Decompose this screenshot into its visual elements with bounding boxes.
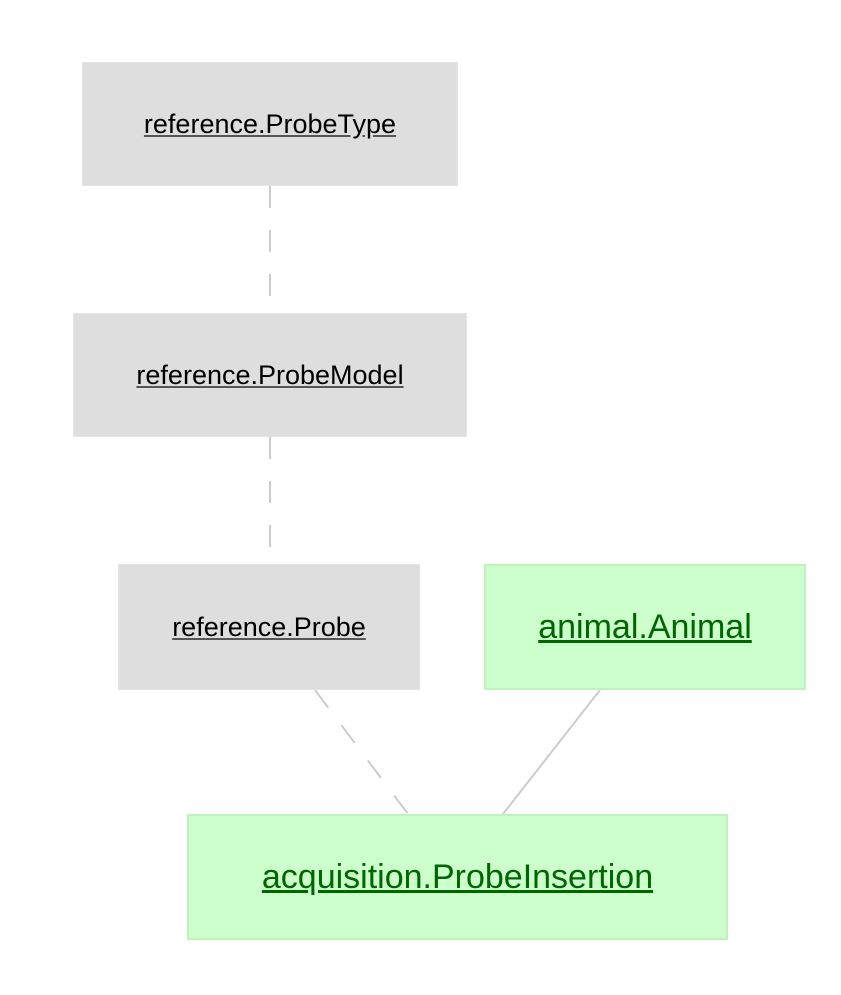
- node-probe-insertion-link[interactable]: acquisition.ProbeInsertion: [261, 857, 654, 896]
- node-animal[interactable]: animal.Animal: [484, 564, 806, 690]
- node-probe[interactable]: reference.Probe: [118, 564, 420, 690]
- node-probe-link[interactable]: reference.Probe: [172, 611, 366, 642]
- node-probe-type[interactable]: reference.ProbeType: [82, 62, 458, 186]
- edge-probe-probeinsertion: [314, 689, 409, 815]
- node-probe-model-link[interactable]: reference.ProbeModel: [136, 359, 404, 390]
- node-probe-insertion[interactable]: acquisition.ProbeInsertion: [187, 814, 728, 940]
- edge-animal-probeinsertion: [502, 689, 601, 815]
- node-probe-model[interactable]: reference.ProbeModel: [73, 313, 467, 437]
- node-probe-type-link[interactable]: reference.ProbeType: [143, 108, 397, 139]
- node-animal-link[interactable]: animal.Animal: [538, 607, 752, 646]
